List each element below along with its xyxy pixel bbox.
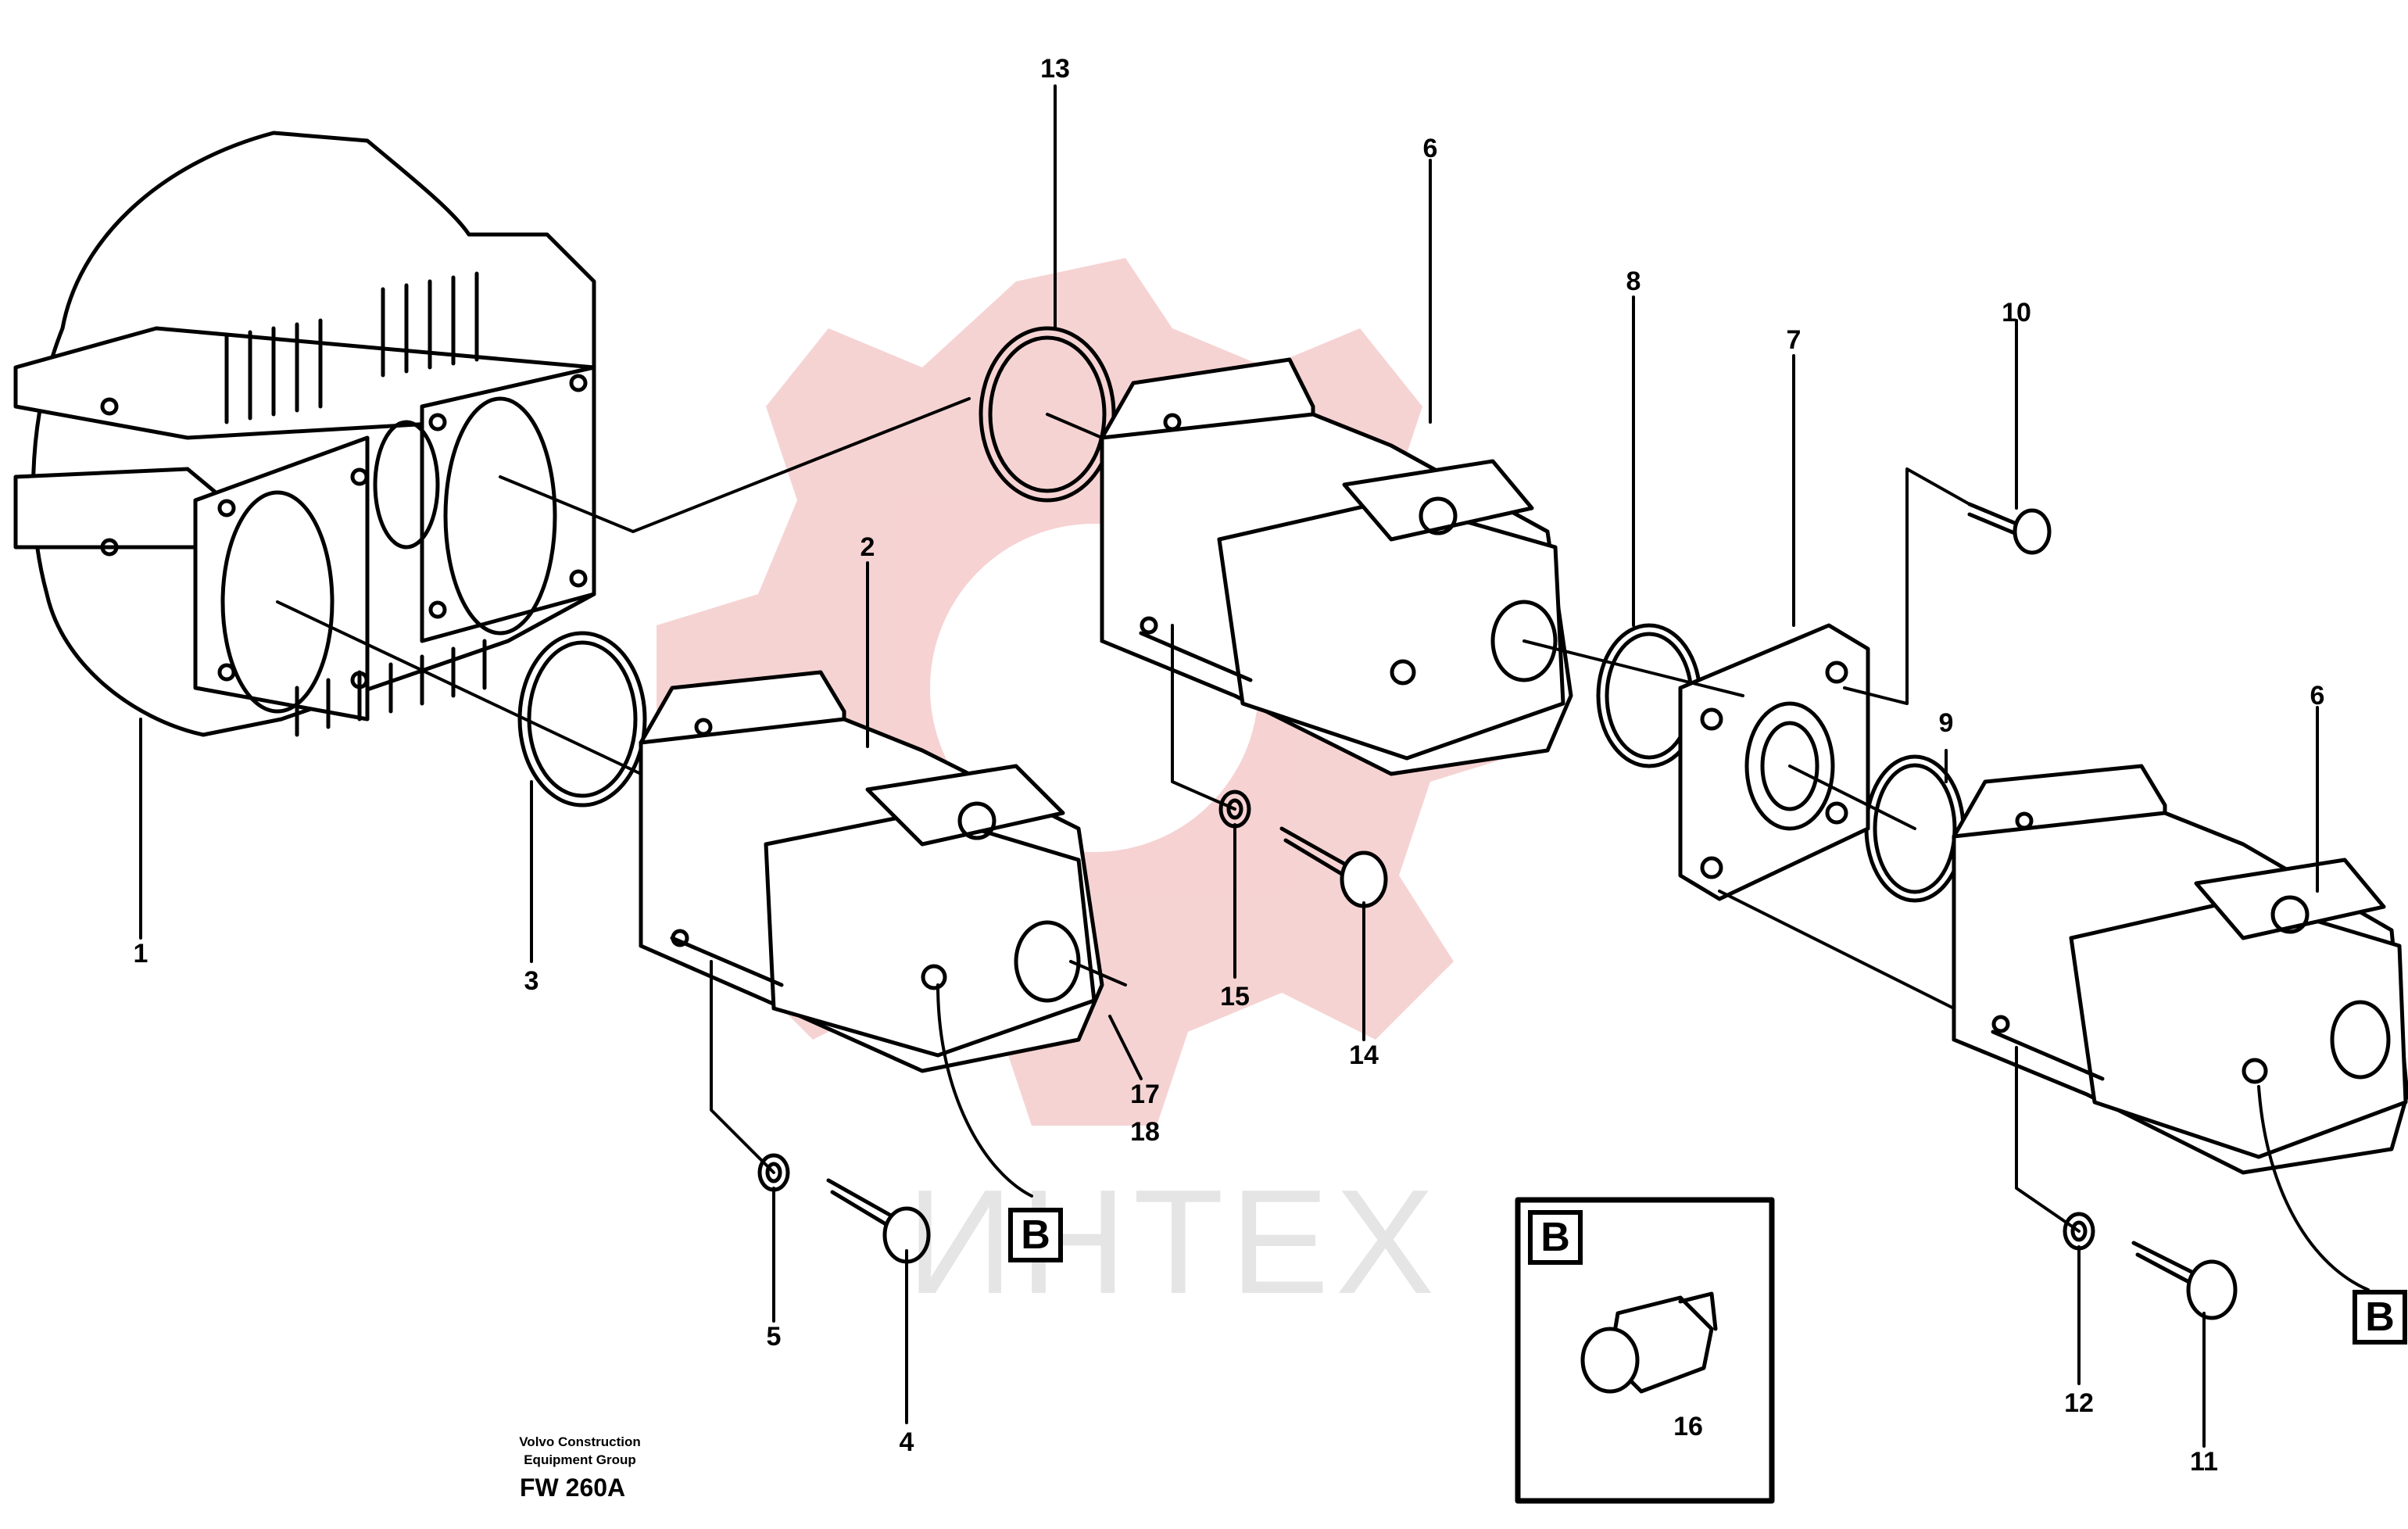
hydraulic-pump-part-6-lower: [1952, 764, 2408, 1175]
hydraulic-pump-part-2: [639, 670, 1104, 1073]
callout-16: 16: [1673, 1412, 1703, 1441]
callout-9: 9: [1938, 708, 1954, 738]
callout-12: 12: [2064, 1388, 2094, 1418]
fitting-part-16: [1580, 1291, 1718, 1394]
detail-b-label-right: B: [2353, 1290, 2407, 1345]
callout-11: 11: [2190, 1447, 2218, 1477]
watermark-text: ИНТЕХ: [907, 1159, 1441, 1325]
callout-13: 13: [1040, 54, 1070, 84]
callout-3: 3: [524, 966, 539, 996]
bell-housing-part-1: [13, 131, 596, 737]
callout-10: 10: [2002, 298, 2031, 328]
callout-4: 4: [899, 1427, 914, 1457]
screw-part-10: [1967, 502, 2052, 555]
callout-7: 7: [1786, 325, 1802, 355]
footer-company-line-1: Volvo Construction: [519, 1434, 641, 1449]
callout-18: 18: [1130, 1117, 1160, 1147]
leader-lines: [139, 84, 2370, 1448]
callout-15: 15: [1220, 982, 1250, 1012]
callout-6-upper: 6: [1422, 134, 1438, 163]
callout-1: 1: [133, 939, 148, 969]
callout-17: 17: [1130, 1080, 1160, 1109]
footer-company-line-2: Equipment Group: [524, 1452, 636, 1467]
detail-b-label-inset: B: [1528, 1210, 1583, 1265]
o-ring-part-3: [517, 631, 647, 807]
screw-part-11: [2131, 1241, 2238, 1320]
assembly-lines: [276, 397, 2081, 1233]
hydraulic-pump-part-6-upper: [1100, 357, 1573, 776]
detail-b-label-left: B: [1008, 1208, 1063, 1262]
callout-6-lower: 6: [2310, 681, 2325, 711]
callout-5: 5: [766, 1322, 782, 1352]
figure-code: FW 260A: [520, 1473, 626, 1502]
callout-2: 2: [860, 532, 875, 562]
callout-14: 14: [1349, 1040, 1379, 1070]
callout-8: 8: [1626, 267, 1641, 296]
adapter-plate-part-7: [1678, 623, 1870, 901]
